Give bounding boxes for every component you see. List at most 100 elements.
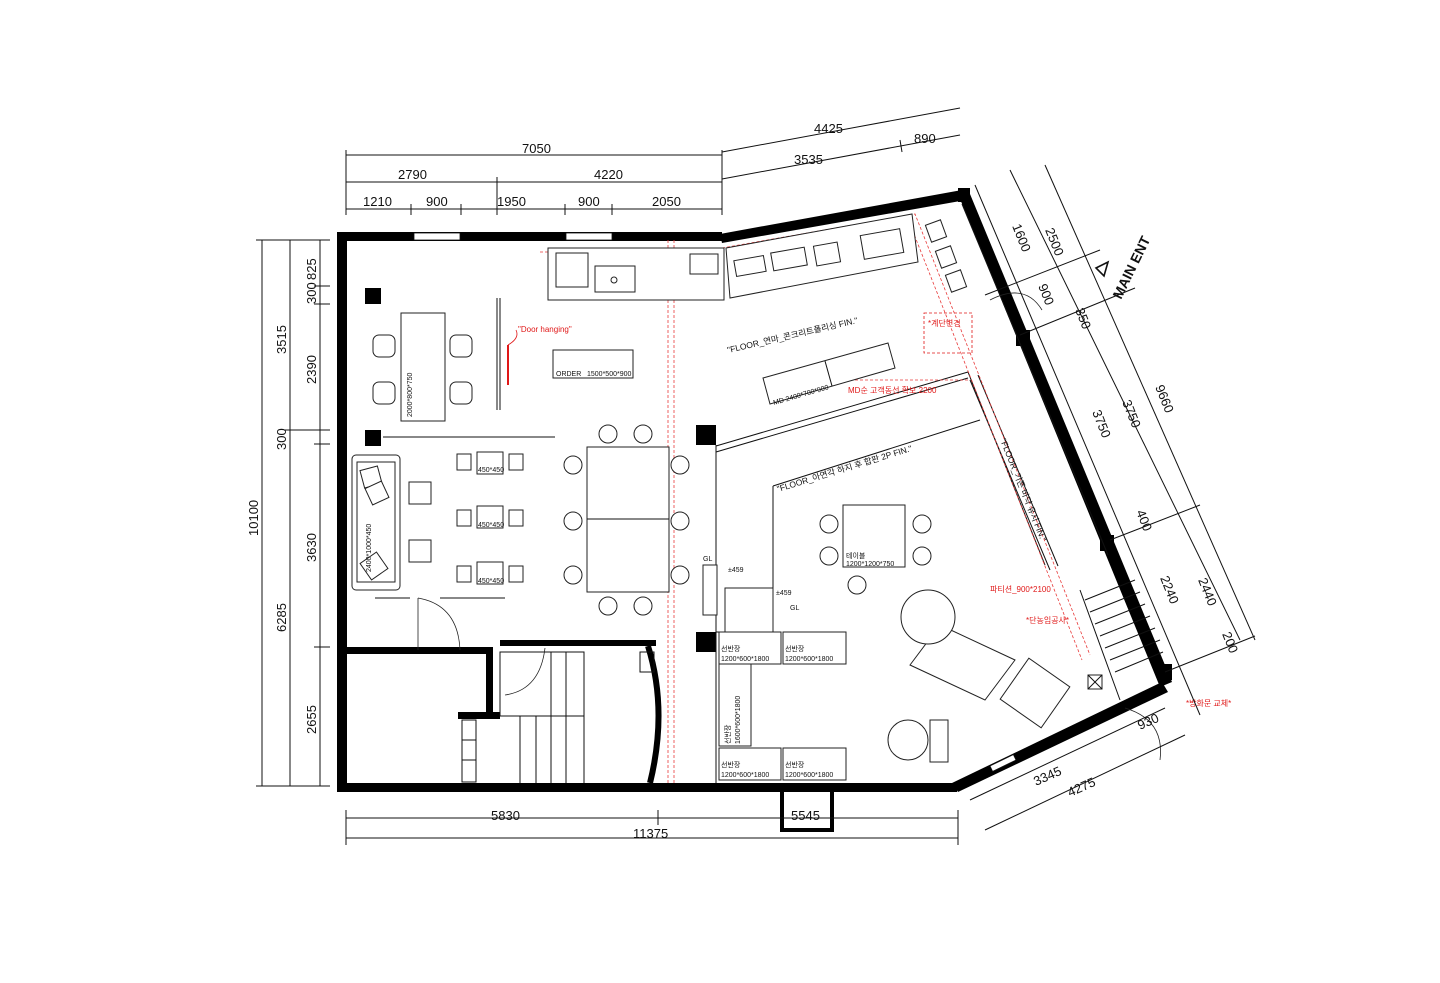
chair-3 — [449, 334, 473, 358]
dim-3535: 3535 — [794, 152, 823, 167]
shelf-4 — [718, 747, 782, 781]
dim-300b: 300 — [274, 428, 289, 450]
diag-line-2 — [969, 379, 1051, 571]
dim-1600: 1600 — [1009, 222, 1034, 254]
column-8 — [958, 188, 970, 202]
dim-11375: 11375 — [633, 826, 668, 841]
shelf-3-size: 1600*600*1800 — [735, 696, 742, 744]
window-bottom-right — [989, 754, 1017, 772]
floor-note-2: "FLOOR_아연각 하지 후 합판 2P FIN." — [776, 443, 913, 494]
main-ent-label: MAIN ENT — [1109, 233, 1153, 301]
dim-3630: 3630 — [304, 533, 319, 562]
shelf-3-label: 선반장 — [723, 724, 732, 744]
dim-5830: 5830 — [491, 808, 520, 823]
dim-top-900b: 900 — [578, 194, 600, 209]
shelf-2-size: 1200*600*1800 — [785, 656, 833, 663]
level-label-2: ±459 — [776, 590, 792, 597]
dim-3750b: 3750 — [1119, 398, 1144, 430]
wall-bottom — [337, 783, 957, 792]
dim-4425: 4425 — [814, 121, 843, 136]
furniture-left: 2000*800*750 "Door hanging" ORDER 1500*5… — [351, 298, 690, 651]
wall-curved — [645, 645, 662, 784]
shelf-4-size: 1200*600*1800 — [721, 772, 769, 779]
ramp-display — [909, 624, 1016, 701]
wall-top-right — [720, 190, 966, 243]
shelf-2-label: 선반장 — [785, 644, 805, 653]
floor-note-3: "FLOOR_기존 바닥 유지 FIN." — [998, 437, 1049, 543]
shelf-2 — [782, 631, 847, 665]
table-square — [842, 504, 906, 568]
dim-2440: 2440 — [1195, 576, 1220, 608]
dim-top-2790: 2790 — [398, 167, 427, 182]
wall-lower-room-right — [486, 647, 493, 717]
column-6 — [1100, 535, 1114, 551]
chair-4 — [449, 381, 473, 405]
dim-top-4220: 4220 — [594, 167, 623, 182]
right-door-swing — [989, 292, 1043, 311]
raised-floor-outline-2 — [715, 377, 969, 453]
platform-edge-2 — [772, 419, 981, 487]
wall-right-diagonal — [958, 194, 1172, 687]
order-counter — [552, 349, 634, 379]
level-label-1: ±459 — [728, 567, 744, 574]
dim-top-2050: 2050 — [652, 194, 681, 209]
stool-right-1 — [924, 219, 948, 243]
stool-label-2: 450*450 — [478, 522, 504, 529]
sofa-size: 2400*1000*450 — [366, 524, 373, 572]
dim-900-right: 900 — [1035, 282, 1057, 308]
dim-3345: 3345 — [1031, 763, 1064, 788]
shelf-1 — [718, 631, 782, 665]
order-label: ORDER — [556, 371, 581, 378]
stool-right-3 — [944, 269, 968, 293]
red-notes: *계단변경 MD순 고객동선 확보 2200 파티션_900*2100 *단농임… — [848, 312, 1231, 708]
appliance-2 — [689, 253, 719, 275]
dim-350: 350 — [1072, 306, 1094, 332]
dim-2390: 2390 — [304, 355, 319, 384]
table-long-size: 2000*800*750 — [407, 373, 414, 417]
dim-6285: 6285 — [274, 603, 289, 632]
window-top-2 — [565, 232, 613, 241]
wall-lower-room-step — [458, 712, 500, 719]
table-long — [400, 312, 446, 422]
dim-5545: 5545 — [791, 808, 820, 823]
chair-1 — [372, 334, 396, 358]
kitchen — [547, 213, 919, 301]
right-stair — [1079, 579, 1164, 701]
shelf-4-label: 선반장 — [721, 760, 741, 769]
dim-top-1950: 1950 — [497, 194, 526, 209]
dim-top-7050: 7050 — [522, 141, 551, 156]
right-wing-lines — [715, 203, 1164, 783]
dim-2240: 2240 — [1157, 574, 1182, 606]
entry-door-swing — [1124, 707, 1161, 761]
wall-stair-top — [500, 640, 656, 646]
column-2 — [365, 430, 381, 446]
table-size: 1200*1200*750 — [846, 561, 894, 568]
stool-label-1: 450*450 — [478, 467, 504, 474]
gl-label-2: GL — [790, 605, 799, 612]
dim-top-1210: 1210 — [363, 194, 392, 209]
bottom-shaft — [780, 788, 834, 832]
dim-2500: 2500 — [1042, 226, 1067, 258]
window-top-1 — [413, 232, 461, 241]
lower-area — [461, 647, 655, 783]
chair-2 — [372, 381, 396, 405]
dimensions-bottom: 5830 5545 11375 3345 4275 930 — [345, 707, 1186, 845]
note-insulation: *단농임공사* — [1026, 615, 1069, 625]
dim-825: 825 — [304, 258, 319, 280]
dimensions-left: 10100 3515 6285 300 825 2390 300 3630 26… — [246, 239, 330, 787]
stool-right-2 — [934, 245, 958, 269]
note-partition: 파티션_900*2100 — [990, 584, 1051, 594]
main-entrance-marker: MAIN ENT — [1094, 233, 1154, 301]
note-md: MD순 고객동선 확보 2200 — [848, 385, 937, 395]
column-4 — [696, 632, 716, 652]
dim-3750a: 3750 — [1089, 408, 1114, 440]
dim-3515: 3515 — [274, 325, 289, 354]
shelf-1-label: 선반장 — [721, 644, 741, 653]
column-1 — [365, 288, 381, 304]
dim-300a: 300 — [304, 282, 319, 304]
appliance-1 — [555, 252, 589, 288]
order-size: 1500*500*900 — [587, 371, 631, 378]
shelf-3 — [718, 663, 752, 747]
dim-2655: 2655 — [304, 705, 319, 734]
